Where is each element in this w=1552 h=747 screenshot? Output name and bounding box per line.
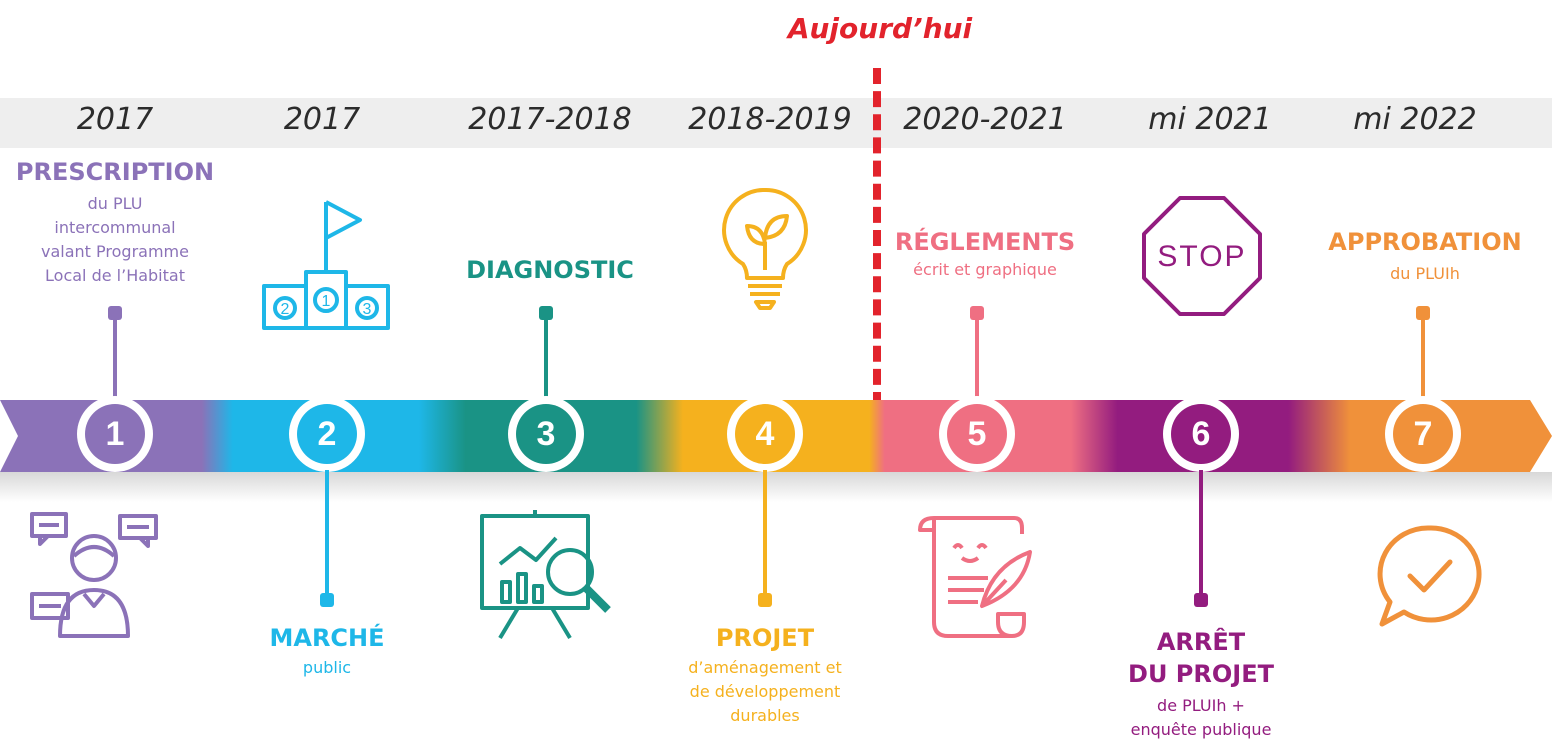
svg-text:STOP: STOP xyxy=(1157,240,1246,273)
step-4-subtitle: d’aménagement et de développement durabl… xyxy=(655,656,875,728)
step-6-subtitle: de PLUIh + enquête publique xyxy=(1101,694,1301,742)
year-step-6: mi 2021 xyxy=(1148,102,1272,137)
step-3-marker: 3 xyxy=(508,396,584,472)
svg-text:1: 1 xyxy=(322,293,331,310)
step-3-stem xyxy=(544,318,548,398)
today-label: Aujourd’hui xyxy=(787,12,973,45)
step-7-title: APPROBATION xyxy=(1328,228,1522,256)
step-4-number: 4 xyxy=(735,404,795,464)
step-1-subtitle: du PLU intercommunal valant Programme Lo… xyxy=(0,192,230,288)
step-7-subtitle: du PLUIh xyxy=(1390,264,1460,283)
stop-sign-icon: STOP xyxy=(1142,196,1262,316)
step-7-number: 7 xyxy=(1393,404,1453,464)
step-4-stem xyxy=(763,470,767,594)
check-bubble-icon xyxy=(1377,525,1482,627)
step-3-stem-dot xyxy=(539,306,553,320)
step-7-stem xyxy=(1421,318,1425,398)
step-6-title-line: DU PROJET xyxy=(1128,660,1274,688)
step-1-subtitle-line: intercommunal xyxy=(54,218,176,237)
step-1-stem xyxy=(113,318,117,398)
step-7-stem-dot xyxy=(1416,306,1430,320)
step-5-subtitle: écrit et graphique xyxy=(913,260,1057,279)
step-6-number: 6 xyxy=(1171,404,1231,464)
step-1-stem-dot xyxy=(108,306,122,320)
eco-lightbulb-icon xyxy=(722,187,808,310)
step-2-stem-dot xyxy=(320,593,334,607)
year-step-7: mi 2022 xyxy=(1353,102,1477,137)
step-7-marker: 7 xyxy=(1385,396,1461,472)
podium-flag-icon: 1 2 3 xyxy=(262,200,390,330)
scroll-quill-icon xyxy=(918,516,1032,638)
step-1-subtitle-line: du PLU xyxy=(87,194,143,213)
step-4-subtitle-line: d’aménagement et xyxy=(688,658,842,677)
step-3-number: 3 xyxy=(516,404,576,464)
step-2-title: MARCHÉ xyxy=(269,624,385,652)
step-4-subtitle-line: durables xyxy=(730,706,800,725)
step-5-stem xyxy=(975,318,979,398)
step-2-stem xyxy=(325,470,329,594)
step-3-title: DIAGNOSTIC xyxy=(466,256,634,284)
step-6-subtitle-line: de PLUIh + xyxy=(1157,696,1245,715)
timeline-shadow xyxy=(0,472,1552,502)
analysis-chart-icon xyxy=(480,510,611,640)
step-6-subtitle-line: enquête publique xyxy=(1130,720,1272,739)
step-4-marker: 4 xyxy=(727,396,803,472)
step-6-title: ARRÊT DU PROJET xyxy=(1101,626,1301,690)
step-2-marker: 2 xyxy=(289,396,365,472)
step-4-subtitle-line: de développement xyxy=(689,682,841,701)
consultation-people-icon xyxy=(30,512,158,638)
step-6-title-line: ARRÊT xyxy=(1156,628,1246,656)
year-band xyxy=(0,98,1552,148)
step-4-title: PROJET xyxy=(715,624,815,652)
step-5-title: RÉGLEMENTS xyxy=(894,228,1076,256)
step-6-stem xyxy=(1199,470,1203,594)
step-5-marker: 5 xyxy=(939,396,1015,472)
year-step-2: 2017 xyxy=(283,102,361,137)
step-5-stem-dot xyxy=(970,306,984,320)
year-step-3: 2017-2018 xyxy=(468,102,632,137)
step-1-number: 1 xyxy=(85,404,145,464)
step-1-title: PRESCRIPTION xyxy=(15,158,215,186)
step-2-number: 2 xyxy=(297,404,357,464)
today-dashed-line xyxy=(873,68,881,408)
step-6-marker: 6 xyxy=(1163,396,1239,472)
svg-text:3: 3 xyxy=(363,301,372,318)
step-4-stem-dot xyxy=(758,593,772,607)
step-5-number: 5 xyxy=(947,404,1007,464)
step-2-subtitle: public xyxy=(302,658,352,677)
year-step-5: 2020-2021 xyxy=(903,102,1067,137)
step-1-subtitle-line: valant Programme xyxy=(41,242,189,261)
step-1-subtitle-line: Local de l’Habitat xyxy=(45,266,185,285)
step-6-stem-dot xyxy=(1194,593,1208,607)
svg-text:2: 2 xyxy=(281,301,290,318)
step-1-marker: 1 xyxy=(77,396,153,472)
year-step-4: 2018-2019 xyxy=(688,102,852,137)
year-step-1: 2017 xyxy=(76,102,154,137)
